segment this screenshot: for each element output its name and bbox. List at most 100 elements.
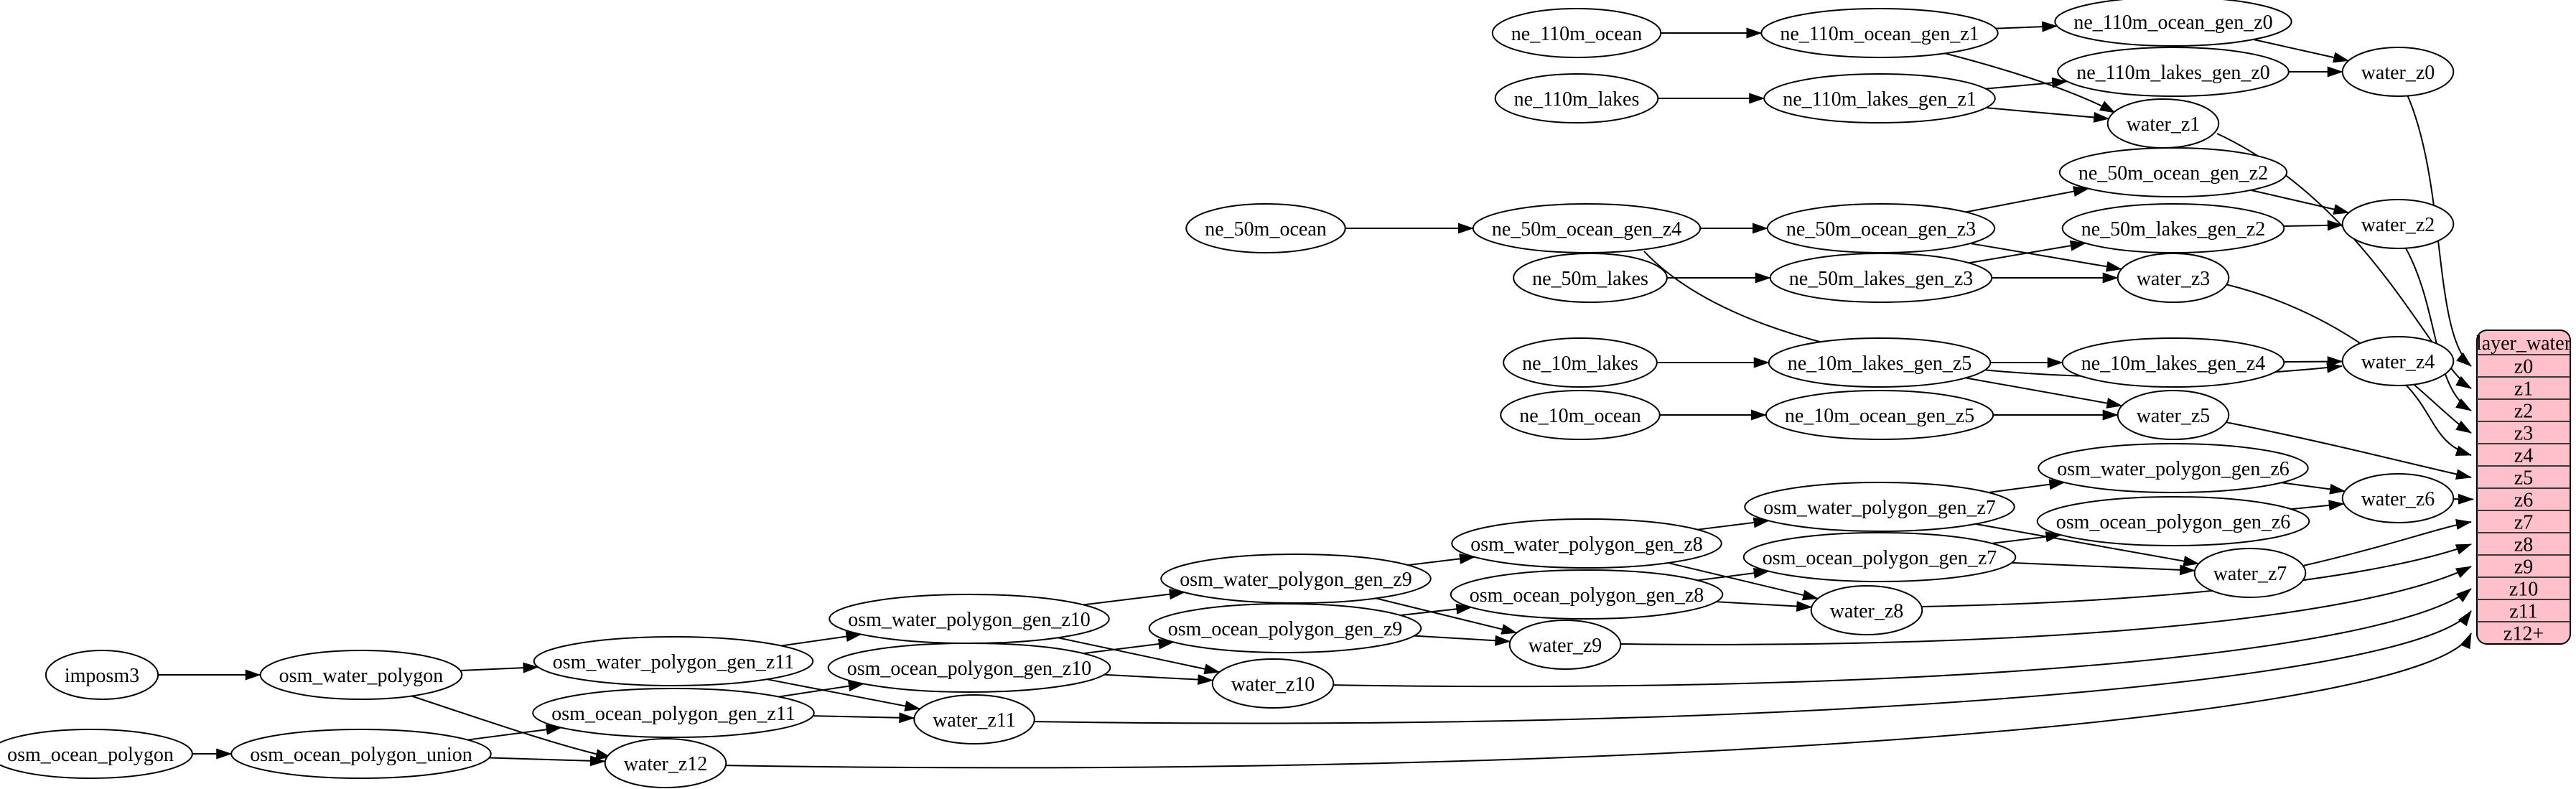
table-row-label: z9 bbox=[2514, 556, 2533, 579]
table-row-label: z7 bbox=[2514, 512, 2533, 534]
node-label: water_z5 bbox=[2137, 405, 2211, 427]
node-label: water_z11 bbox=[933, 709, 1016, 732]
node-ellipse-ne_110m_lakes_gen_z0 bbox=[2057, 47, 2290, 97]
node-ellipse-osm_ocean_polygon_union bbox=[230, 729, 492, 779]
node-label: osm_ocean_polygon_gen_z7 bbox=[1763, 547, 1997, 569]
node-ellipse-ne_110m_lakes_gen_z1 bbox=[1763, 73, 1996, 123]
node-label: water_z3 bbox=[2137, 268, 2211, 290]
table-row-label: z11 bbox=[2509, 601, 2537, 623]
node-label: osm_water_polygon_gen_z11 bbox=[553, 651, 794, 673]
node-ellipse-osm_water_polygon_gen_z6 bbox=[2038, 443, 2309, 493]
graph-edge-osm_ocean_polygon_gen_z11-to-water_z11 bbox=[813, 712, 915, 724]
node-label: osm_water_polygon_gen_z10 bbox=[848, 609, 1091, 631]
node-label: ne_50m_lakes bbox=[1532, 268, 1648, 290]
node-ellipse-osm_ocean_polygon_gen_z8 bbox=[1450, 569, 1724, 620]
node-label: ne_50m_ocean_gen_z3 bbox=[1786, 218, 1976, 241]
node-label: ne_110m_ocean bbox=[1511, 23, 1642, 45]
node-label: water_z7 bbox=[2213, 563, 2287, 585]
graph-node-ne_10m_ocean: ne_10m_ocean bbox=[1500, 390, 1661, 440]
graph-node-ne_10m_lakes_gen_z4: ne_10m_lakes_gen_z4 bbox=[2061, 337, 2285, 388]
node-ellipse-water_z5 bbox=[2117, 390, 2230, 440]
node-label: ne_10m_ocean bbox=[1519, 405, 1641, 427]
node-label: ne_10m_lakes bbox=[1522, 353, 1638, 375]
node-ellipse-water_z0 bbox=[2341, 47, 2455, 97]
graph-edge-osm_ocean_polygon_union-to-osm_ocean_polygon_gen_z11 bbox=[467, 724, 562, 741]
layer-water-table: layer_waterz0z1z2z3z4z5z6z7z8z9z10z11z12… bbox=[2476, 330, 2572, 645]
node-label: osm_water_polygon_gen_z7 bbox=[1763, 497, 1996, 519]
graph-edge-ne_10m_lakes_gen_z5-to-water_z5 bbox=[1965, 377, 2123, 408]
node-label: osm_ocean_polygon bbox=[7, 744, 174, 766]
node-ellipse-ne_10m_ocean bbox=[1500, 390, 1661, 440]
graph-edge-osm_ocean_polygon_gen_z10-to-osm_ocean_polygon_gen_z9 bbox=[1083, 638, 1175, 655]
graph-edge-ne_50m_lakes_gen_z3-to-ne_50m_lakes_gen_z2 bbox=[1969, 240, 2086, 264]
graph-edge-osm_water_polygon_gen_z6-to-water_z6 bbox=[2281, 482, 2346, 495]
table-row-label: z6 bbox=[2514, 490, 2533, 512]
node-ellipse-water_z12 bbox=[604, 738, 727, 788]
node-ellipse-osm_water_polygon_gen_z9 bbox=[1160, 554, 1432, 604]
node-label: osm_water_polygon_gen_z9 bbox=[1180, 569, 1412, 591]
node-label: water_z9 bbox=[1529, 635, 1602, 657]
graph-edge-osm_ocean_polygon_gen_z9-to-water_z9 bbox=[1414, 635, 1511, 646]
node-ellipse-osm_ocean_polygon_gen_z11 bbox=[532, 688, 815, 738]
node-ellipse-osm_ocean_polygon bbox=[0, 729, 193, 779]
graph-node-osm_water_polygon_gen_z6: osm_water_polygon_gen_z6 bbox=[2038, 443, 2309, 493]
node-ellipse-osm_ocean_polygon_gen_z9 bbox=[1148, 603, 1422, 653]
table-header: layer_water bbox=[2476, 332, 2572, 355]
node-ellipse-water_z4 bbox=[2341, 336, 2455, 386]
graph-edge-water_z10-to-layer_water-z10 bbox=[1327, 588, 2472, 688]
graph-edge-osm_water_polygon_gen_z7-to-water_z7 bbox=[1975, 523, 2200, 566]
node-label: water_z10 bbox=[1231, 673, 1315, 696]
graph-node-osm_water_polygon_gen_z10: osm_water_polygon_gen_z10 bbox=[829, 594, 1110, 644]
node-label: osm_ocean_polygon_gen_z11 bbox=[551, 703, 795, 725]
graph-edge-water_z12-to-layer_water-z12+ bbox=[719, 632, 2472, 769]
node-label: ne_10m_ocean_gen_z5 bbox=[1785, 405, 1974, 427]
graph-edge-osm_ocean_polygon_gen_z8-to-water_z8 bbox=[1716, 601, 1813, 612]
graph-node-ne_50m_ocean: ne_50m_ocean bbox=[1185, 203, 1346, 253]
node-ellipse-ne_50m_lakes bbox=[1513, 253, 1668, 303]
node-ellipse-water_z11 bbox=[913, 694, 1035, 744]
node-ellipse-osm_water_polygon_gen_z11 bbox=[533, 636, 814, 686]
node-ellipse-osm_ocean_polygon_gen_z6 bbox=[2036, 496, 2310, 546]
node-label: ne_110m_lakes bbox=[1514, 88, 1640, 111]
graph-edge-ne_50m_ocean_gen_z2-to-water_z2 bbox=[2250, 189, 2350, 215]
graph-edge-ne_110m_lakes_gen_z1-to-water_z1 bbox=[1986, 107, 2110, 123]
graph-node-ne_50m_ocean_gen_z4: ne_50m_ocean_gen_z4 bbox=[1472, 203, 1702, 253]
table-row-label: z4 bbox=[2514, 445, 2533, 467]
graph-edge-osm_water_polygon_gen_z8-to-osm_water_polygon_gen_z7 bbox=[1697, 517, 1770, 531]
node-ellipse-osm_ocean_polygon_gen_z10 bbox=[827, 643, 1111, 693]
node-label: imposm3 bbox=[65, 665, 139, 687]
node-label: osm_water_polygon bbox=[279, 665, 444, 687]
node-label: water_z6 bbox=[2361, 488, 2435, 510]
node-ellipse-ne_10m_lakes bbox=[1503, 337, 1658, 388]
table-row-label: z5 bbox=[2514, 467, 2533, 490]
graph-edge-osm_water_polygon_gen_z9-to-osm_water_polygon_gen_z8 bbox=[1407, 553, 1475, 566]
node-label: osm_ocean_polygon_gen_z10 bbox=[847, 658, 1092, 680]
node-ellipse-ne_50m_ocean bbox=[1185, 203, 1346, 253]
graph-edge-ne_110m_ocean_gen_z0-to-water_z0 bbox=[2253, 39, 2350, 63]
table-row-label: z0 bbox=[2514, 356, 2533, 378]
graph-edge-ne_10m_lakes_gen_z4-to-water_z4 bbox=[2284, 356, 2343, 368]
node-label: osm_ocean_polygon_union bbox=[250, 744, 472, 766]
node-ellipse-water_z8 bbox=[1810, 585, 1923, 635]
graph-node-water_z1: water_z1 bbox=[2106, 98, 2220, 149]
node-label: ne_10m_lakes_gen_z5 bbox=[1788, 353, 1972, 375]
graph-node-ne_110m_ocean_gen_z0: ne_110m_ocean_gen_z0 bbox=[2054, 0, 2292, 47]
graph-node-osm_water_polygon_gen_z7: osm_water_polygon_gen_z7 bbox=[1744, 482, 2015, 532]
node-ellipse-ne_110m_lakes bbox=[1494, 73, 1659, 123]
node-label: ne_110m_lakes_gen_z1 bbox=[1783, 88, 1977, 111]
node-ellipse-ne_50m_ocean_gen_z4 bbox=[1472, 203, 1702, 253]
table-row-label: z2 bbox=[2514, 401, 2533, 423]
graph-edge-osm_water_polygon_gen_z10-to-osm_water_polygon_gen_z9 bbox=[1083, 589, 1185, 606]
graph-node-osm_ocean_polygon_gen_z6: osm_ocean_polygon_gen_z6 bbox=[2036, 496, 2310, 546]
graph-node-ne_50m_lakes_gen_z3: ne_50m_lakes_gen_z3 bbox=[1769, 253, 1993, 303]
graph-node-osm_ocean_polygon_gen_z7: osm_ocean_polygon_gen_z7 bbox=[1742, 532, 2017, 582]
graph-node-water_z8: water_z8 bbox=[1810, 585, 1923, 635]
graph-edge-water_z0-to-layer_water-z0 bbox=[2406, 93, 2472, 367]
node-label: ne_50m_ocean_gen_z2 bbox=[2078, 162, 2268, 185]
node-ellipse-water_z2 bbox=[2341, 199, 2455, 249]
graph-edge-water_z9-to-layer_water-z9 bbox=[1619, 566, 2472, 645]
graph-edge-osm_water_polygon_gen_z9-to-water_z9 bbox=[1376, 597, 1518, 635]
graph-node-ne_50m_lakes: ne_50m_lakes bbox=[1513, 253, 1668, 303]
